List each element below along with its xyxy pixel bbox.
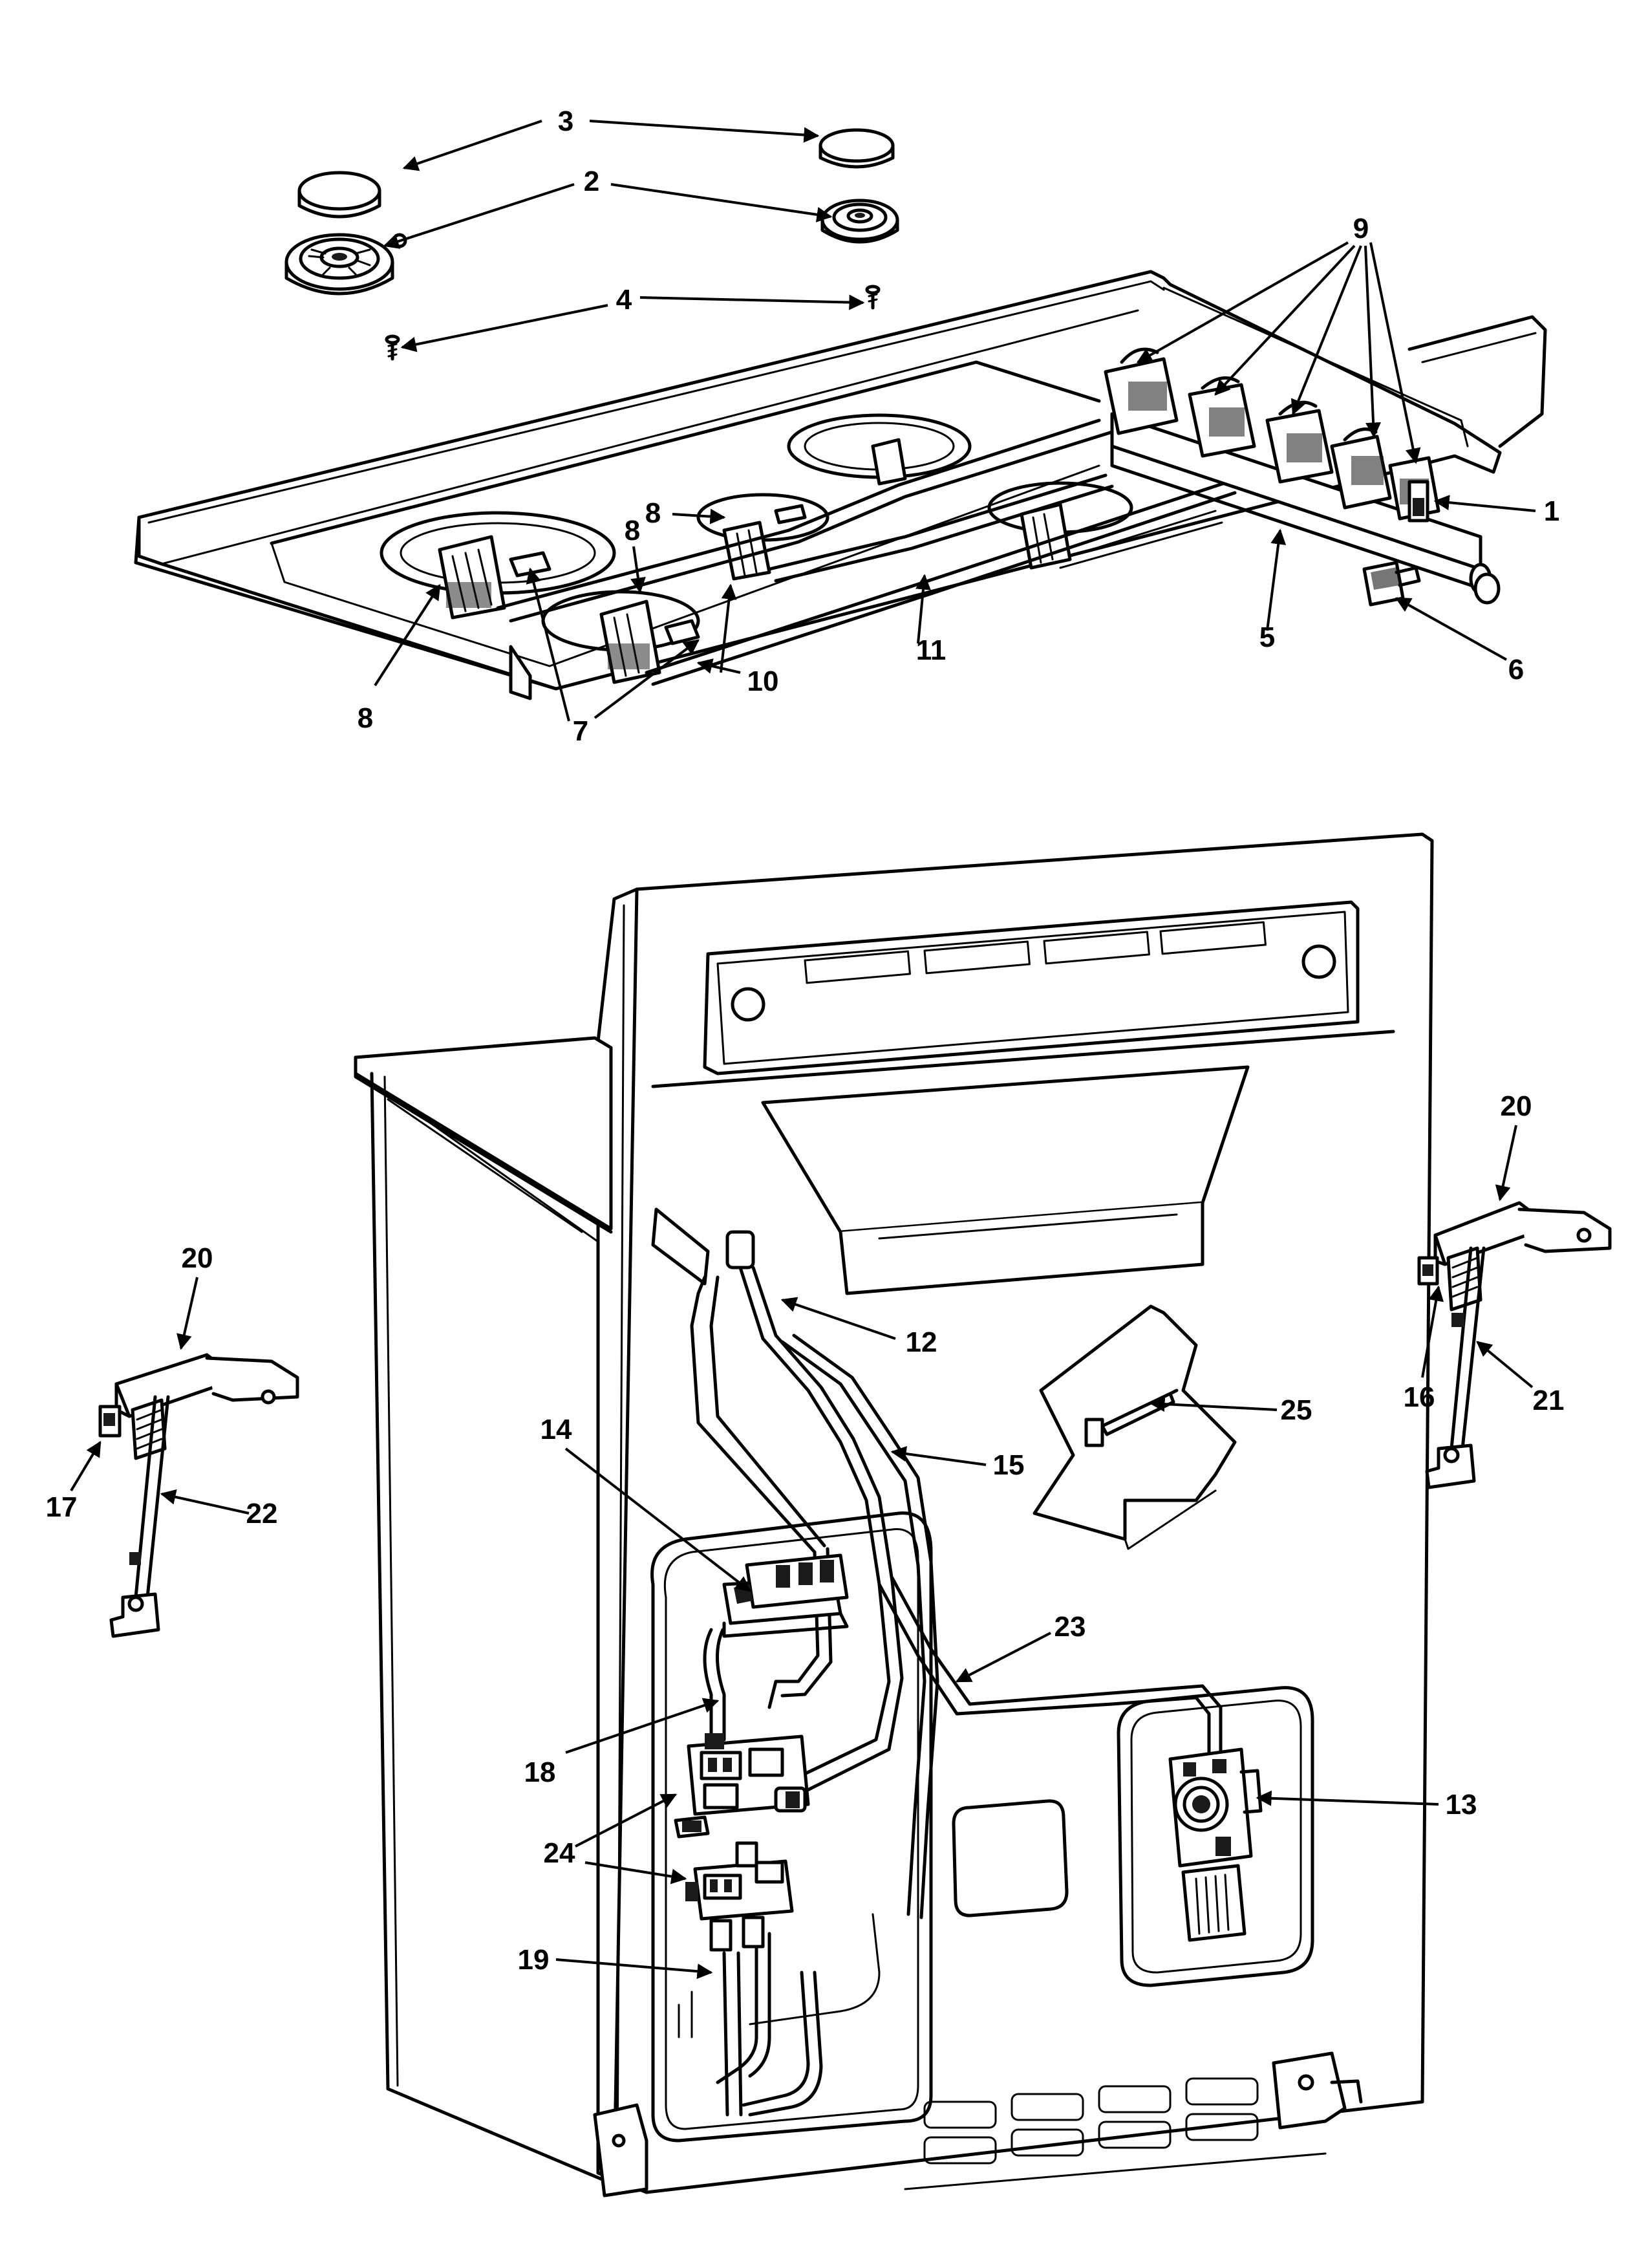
burner-base-front-left (438, 535, 506, 620)
callout-23: 23 (1054, 1611, 1086, 1643)
callout-14: 14 (540, 1414, 572, 1445)
callout-2: 2 (584, 166, 599, 197)
spark-igniter-front-right (664, 619, 700, 645)
callout-6: 6 (1508, 654, 1524, 686)
burner-base-center (722, 521, 771, 581)
callout-9: 9 (1353, 213, 1369, 244)
leader-lines (70, 120, 1536, 1980)
callout-24: 24 (544, 1837, 575, 1869)
burner-cap-left (297, 171, 381, 219)
burner-base-back-left (871, 438, 907, 486)
screw-left (385, 334, 400, 361)
callout-16: 16 (1404, 1381, 1435, 1413)
callout-18: 18 (524, 1756, 556, 1788)
valve-bracket (1407, 480, 1429, 523)
callout-7: 7 (573, 715, 588, 747)
callout-10: 10 (747, 665, 779, 697)
callout-22: 22 (246, 1498, 278, 1529)
callout-13: 13 (1446, 1789, 1477, 1820)
callout-25: 25 (1281, 1394, 1312, 1426)
burner-cap-right (819, 128, 895, 169)
part-callouts: 3 2 4 9 1 8 8 8 5 6 10 11 7 20 20 12 25 … (46, 105, 1565, 1976)
callout-5: 5 (1259, 621, 1275, 653)
callout-12: 12 (906, 1326, 937, 1358)
cooktop-main-top (134, 270, 1547, 700)
callout-8-front: 8 (625, 515, 640, 546)
igniter-switch (1362, 561, 1421, 607)
burner-valve-4 (1330, 427, 1392, 510)
callout-20-left: 20 (182, 1242, 213, 1274)
callout-8-left: 8 (358, 702, 373, 734)
cutaway-broil-igniter (1033, 1304, 1237, 1550)
regulator-bracket (722, 1553, 849, 1638)
cooktop-assembly (134, 128, 1547, 700)
callout-17: 17 (46, 1491, 78, 1523)
bake-igniter-assembly-right (1417, 1201, 1612, 1489)
oven-thermostat (1168, 1747, 1263, 1942)
gas-supply-piping (651, 1207, 1223, 2117)
burner-valve-1 (1104, 347, 1179, 435)
callout-15: 15 (993, 1449, 1025, 1481)
callout-4: 4 (616, 284, 632, 316)
callout-1: 1 (1544, 495, 1559, 527)
burner-base-front-right (599, 599, 661, 684)
bake-igniter-assembly-left (98, 1353, 299, 1638)
burner-head-right (820, 199, 899, 244)
safety-valve-lower (685, 1841, 794, 1952)
control-panel-vents (804, 921, 1267, 984)
callout-11: 11 (916, 634, 947, 666)
screw-right (865, 285, 881, 310)
callout-21: 21 (1533, 1385, 1565, 1416)
range-body (354, 832, 1434, 2198)
safety-valve-upper (687, 1733, 810, 1816)
burner-valve-3 (1265, 400, 1334, 484)
callout-19: 19 (518, 1944, 550, 1976)
callout-8-center: 8 (645, 497, 661, 529)
callout-20-right: 20 (1501, 1090, 1532, 1122)
bottom-vents (904, 2077, 1327, 2190)
callout-3: 3 (558, 105, 573, 137)
valve-clip (674, 1815, 710, 1839)
spark-igniter-center (774, 504, 807, 524)
